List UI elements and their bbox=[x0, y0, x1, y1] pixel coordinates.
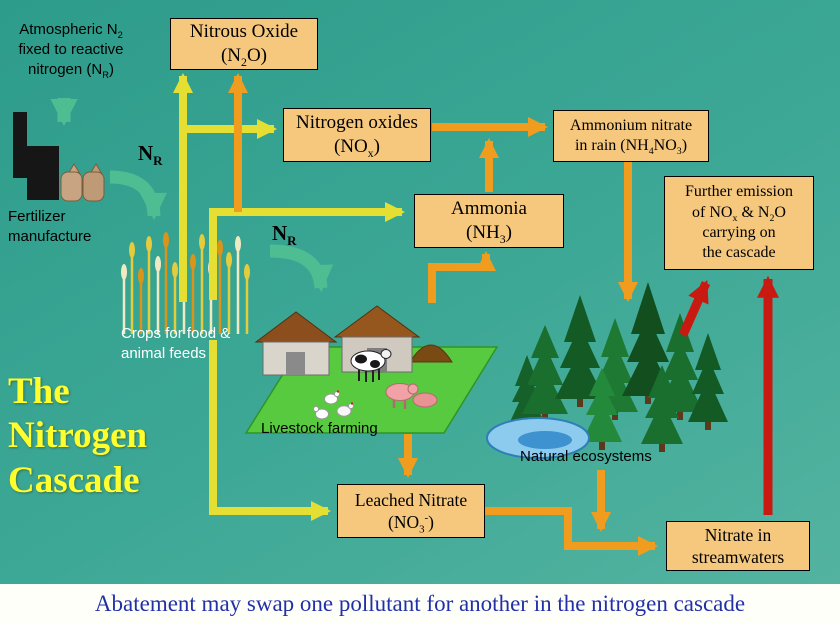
box-ammonia-name: Ammonia bbox=[451, 197, 527, 219]
box-further-emission-line4: the cascade bbox=[702, 244, 776, 262]
slide-title: The Nitrogen Cascade bbox=[8, 370, 147, 503]
fertilizer-label: Fertilizer manufacture bbox=[8, 207, 91, 247]
arrow-nr-to-crops bbox=[109, 170, 167, 221]
crops-label: Crops for food & animal feeds bbox=[121, 324, 230, 364]
box-further-emission-line1: Further emission bbox=[685, 183, 793, 201]
box-nitrate-streamwaters-line1: Nitrate in bbox=[704, 524, 772, 545]
factory-illustration bbox=[13, 112, 59, 200]
atmospheric-label-line3: nitrogen (NR) bbox=[28, 60, 114, 80]
box-nitrogen-oxides-name: Nitrogen oxides bbox=[296, 111, 418, 133]
arrow-nr-to-livestock bbox=[269, 244, 334, 293]
atmospheric-label-line2: fixed to reactive bbox=[18, 40, 124, 58]
arrows-layer bbox=[50, 73, 779, 556]
box-further-emission-line3: carrying on bbox=[702, 224, 776, 241]
nr-label-2: NR bbox=[272, 221, 297, 249]
box-leached-nitrate: Leached Nitrate (NO3-) bbox=[337, 484, 485, 538]
fertilizer-label-line2: manufacture bbox=[8, 227, 92, 245]
livestock-label: Livestock farming bbox=[261, 420, 378, 437]
box-nitrate-streamwaters: Nitrate in streamwaters bbox=[666, 521, 810, 571]
arrow-livestock-to-ammonia bbox=[428, 251, 496, 303]
atmospheric-label-line1: Atmospheric N2 bbox=[19, 21, 123, 40]
chickens-illustration bbox=[312, 390, 355, 420]
fertilizer-label-line1: Fertilizer bbox=[8, 208, 66, 225]
ecosystems-label: Natural ecosystems bbox=[520, 448, 652, 465]
box-nitrous-oxide: Nitrous Oxide (N2O) bbox=[170, 18, 318, 70]
box-ammonia-formula: (NH3) bbox=[466, 222, 512, 246]
pigs-illustration bbox=[385, 383, 438, 409]
box-ammonium-nitrate: Ammonium nitrate in rain (NH4NO3) bbox=[553, 110, 709, 162]
fertilizer-sacks-illustration bbox=[60, 163, 105, 202]
box-nitrogen-oxides: Nitrogen oxides (NOx) bbox=[283, 108, 431, 162]
manure-pile bbox=[409, 344, 453, 363]
box-ammonium-nitrate-formula: in rain (NH4NO3) bbox=[574, 137, 688, 158]
nr-label-1: NR bbox=[138, 141, 163, 169]
diagram-art bbox=[13, 73, 779, 556]
box-nitrous-oxide-name: Nitrous Oxide bbox=[189, 20, 299, 42]
barn-1 bbox=[254, 311, 338, 376]
livestock-illustration bbox=[244, 305, 499, 434]
box-nitrate-streamwaters-line2: streamwaters bbox=[691, 547, 785, 567]
arrow-ecosystems-to-further-emission bbox=[678, 279, 711, 337]
box-leached-nitrate-name: Leached Nitrate bbox=[354, 489, 468, 510]
footer-caption: Abatement may swap one pollutant for ano… bbox=[0, 584, 840, 623]
title-line-2: Nitrogen bbox=[8, 415, 148, 457]
crops-label-line2: animal feeds bbox=[121, 344, 207, 362]
crops-label-line1: Crops for food & bbox=[121, 325, 231, 342]
box-further-emission: Further emission of NOx & N2O carrying o… bbox=[664, 176, 814, 270]
box-nitrous-oxide-formula: (N2O) bbox=[220, 45, 267, 69]
title-line-3: Cascade bbox=[8, 459, 140, 501]
crops-illustration bbox=[121, 232, 250, 334]
box-further-emission-line2: of NOx & N2O bbox=[692, 203, 786, 224]
cow-illustration bbox=[350, 349, 392, 382]
box-nitrogen-oxides-formula: (NOx) bbox=[334, 136, 380, 160]
arrow-crops-to-leached-nitrate bbox=[209, 340, 331, 521]
footer-text: Abatement may swap one pollutant for ano… bbox=[94, 590, 746, 616]
box-leached-nitrate-formula: (NO3-) bbox=[388, 512, 434, 536]
title-line-1: The bbox=[8, 371, 70, 412]
pond-illustration bbox=[486, 417, 590, 459]
arrow-leached-nitrate-to-streamwaters bbox=[484, 507, 658, 556]
box-ammonia: Ammonia (NH3) bbox=[414, 194, 564, 248]
arrow-crops-to-ammonia bbox=[209, 202, 405, 300]
atmospheric-label: Atmospheric N2 fixed to reactive nitroge… bbox=[4, 20, 138, 79]
box-ammonium-nitrate-name: Ammonium nitrate bbox=[569, 116, 693, 134]
